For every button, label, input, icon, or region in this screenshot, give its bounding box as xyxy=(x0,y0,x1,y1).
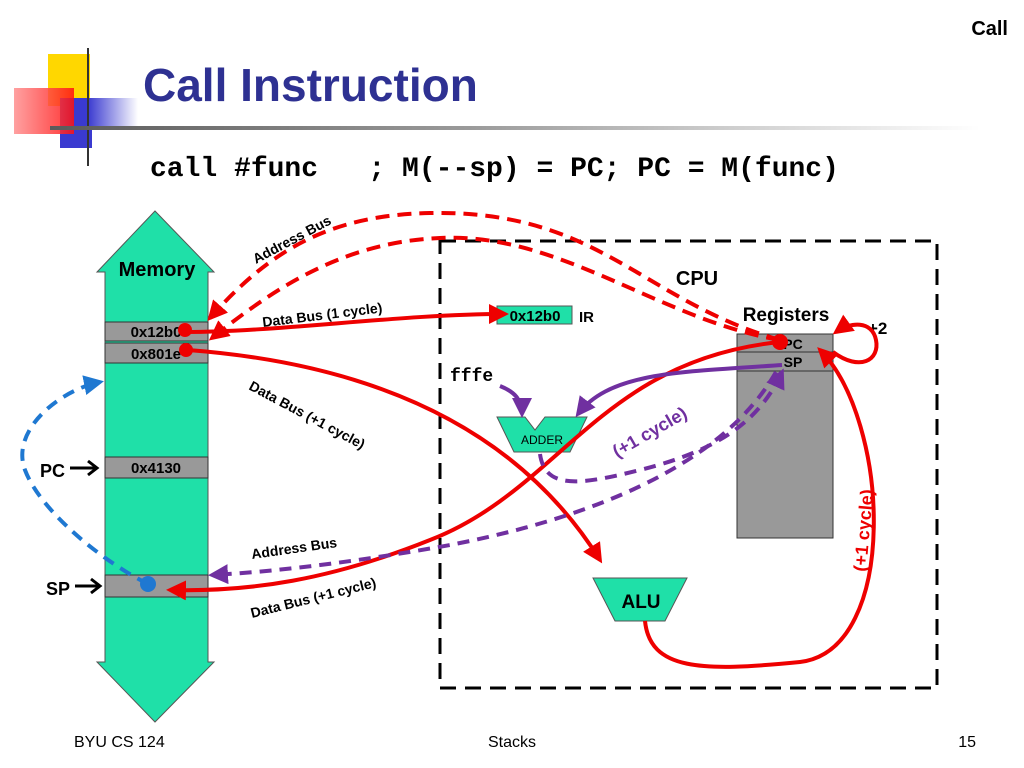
sp-decrement-path xyxy=(20,375,149,586)
cpu-box xyxy=(438,239,939,690)
address-bus-top-label: Address Bus xyxy=(250,212,334,267)
memory-cell-0x801e: 0x801e xyxy=(131,346,181,363)
adder-unit xyxy=(496,416,588,453)
address-bus-top-inner xyxy=(208,235,781,342)
pc-register-label: PC xyxy=(783,336,802,352)
mem-node-1 xyxy=(178,323,192,337)
memory-cell-0x12b0: 0x12b0 xyxy=(131,324,182,341)
data-bus-to-alu xyxy=(187,348,603,564)
registers-label: Registers xyxy=(743,305,830,326)
instruction-formula: call #func ; M(--sp) = PC; PC = M(func) xyxy=(150,154,839,185)
adder-label: ADDER xyxy=(521,433,563,447)
slide-title: Call Instruction xyxy=(143,59,478,111)
address-bus-top-outer xyxy=(207,210,781,342)
address-bus-bottom xyxy=(208,371,778,585)
sp-pointer-label: SP xyxy=(46,579,70,599)
fffe-to-adder xyxy=(499,384,532,418)
memory-cell-sp xyxy=(104,574,209,598)
data-bus-pc-to-stack xyxy=(166,340,781,601)
data-bus-plus1-bottom-label: Data Bus (+1 cycle) xyxy=(249,574,378,621)
mem-node-2 xyxy=(179,343,193,357)
title-divider xyxy=(50,126,980,130)
data-bus-1-cycle xyxy=(184,304,509,334)
footer-topic: Stacks xyxy=(487,734,536,751)
address-bus-bottom-label: Address Bus xyxy=(250,534,338,562)
alu-unit xyxy=(592,577,688,622)
alu-to-pc-path xyxy=(643,347,876,669)
memory-label: Memory xyxy=(119,259,197,281)
footer-page-number: 15 xyxy=(958,734,976,751)
fffe-constant: fffe xyxy=(450,367,493,387)
adder-to-sp xyxy=(538,368,785,484)
pc-pointer-label: PC xyxy=(40,461,65,481)
cpu-label: CPU xyxy=(676,268,718,290)
pc-node xyxy=(772,334,788,350)
ir-label: IR xyxy=(579,309,594,326)
sp-register-label: SP xyxy=(784,354,803,370)
sp-node xyxy=(140,576,156,592)
plus1-cycle-purple-label: (+1 cycle) xyxy=(609,403,691,462)
memory-cell-0x4130: 0x4130 xyxy=(131,460,181,477)
corner-label: Call xyxy=(971,18,1008,40)
footer-course: BYU CS 124 xyxy=(74,734,165,751)
sp-to-adder xyxy=(575,363,783,418)
data-bus-plus1-mid-label: Data Bus (+1 cycle) xyxy=(247,378,368,453)
pc-increment-loop xyxy=(831,314,879,365)
ir-value: 0x12b0 xyxy=(510,308,561,325)
alu-label: ALU xyxy=(621,592,660,613)
